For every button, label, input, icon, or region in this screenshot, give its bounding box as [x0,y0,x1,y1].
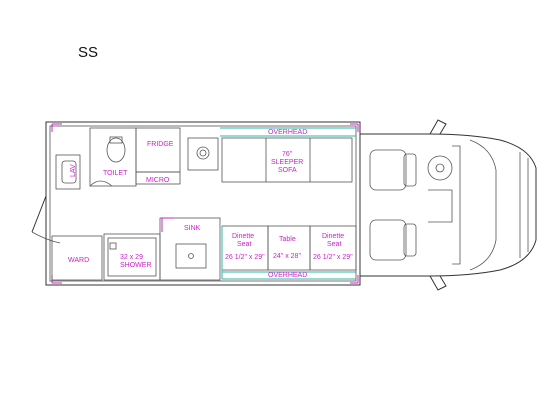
dashboard [428,145,461,265]
driver-seat [369,149,417,191]
dinette-right-label-2: Seat [327,241,341,248]
dinette-left-size: 26 1/2" x 29" [225,254,265,261]
sleeper-size-label: 76" [282,151,293,158]
shower-size-label: 32 x 29 [120,254,143,261]
ward-label: WARD [68,257,89,264]
overhead-cabinet-top: OVERHEAD [220,127,356,137]
shower-label: SHOWER [120,262,152,269]
dinette-area: Dinette Seat 26 1/2" x 29" Table 24" x 2… [221,225,357,271]
passenger-seat [369,219,417,261]
overhead-bottom-label: OVERHEAD [268,272,307,279]
shower: 32 x 29 SHOWER [103,233,161,281]
overhead-top-label: OVERHEAD [268,129,307,136]
wardrobe: WARD [51,235,103,281]
dinette-right-size: 26 1/2" x 29" [313,254,353,261]
table-size: 24" x 28" [273,253,301,260]
dinette-left-label-2: Seat [237,241,251,248]
sleeper-sofa: 76" SLEEPER SOFA [221,137,353,183]
micro-label: MICRO [146,177,170,184]
dinette-left-label-1: Dinette [232,233,254,240]
toilet-room: TOILET [89,127,137,187]
fridge-label: FRIDGE [147,141,174,148]
cooktop [187,137,219,171]
steering-wheel [427,155,453,181]
vehicle-cab [359,119,537,291]
toilet-label: TOILET [103,170,128,177]
sink-label: SINK [184,225,201,232]
lav-label: LAV [70,164,77,177]
lav-cabinet: LAV [55,154,81,190]
table-label: Table [279,236,296,243]
sleeper-label: SLEEPER [271,159,303,166]
rear-entry-door [31,190,61,244]
overhead-cabinet-bottom: OVERHEAD [221,226,356,280]
fridge-cabinet: FRIDGE MICRO [135,127,181,185]
sofa-label: SOFA [278,167,297,174]
model-name: SS [78,44,99,61]
galley-sink: SINK [159,217,221,281]
dinette-right-label-1: Dinette [322,233,344,240]
